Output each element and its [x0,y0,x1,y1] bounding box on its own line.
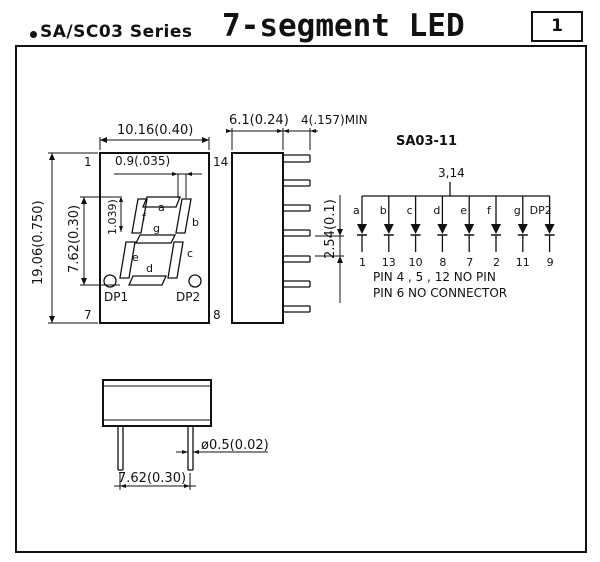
side-body [231,152,284,324]
segment-d [127,275,168,286]
diode-label-c: c [407,204,413,217]
seg-label-e: e [132,251,139,264]
side-pins [283,154,311,313]
pin-label-1: 1 [84,155,92,169]
pin-length-label: 4(.157)MIN [301,113,368,127]
circuit-labels: SA03-11 3,14 PIN 4 , 5 , 12 NO PIN PIN 6… [373,134,507,300]
dp2-label: DP2 [176,290,200,304]
diode-label-a: a [353,204,360,217]
width-dim-label: 10.16(0.40) [117,123,193,138]
pin-label-14: 14 [213,155,228,169]
segment-g [134,234,177,244]
dp1-label: DP1 [104,290,128,304]
page-border [15,45,587,553]
diode-pin-13: 13 [382,256,396,269]
circuit-diagram [362,182,550,197]
diode-label-f: f [487,204,492,217]
diode-label-g: g [514,204,521,217]
common-pins-label: 3,14 [438,166,465,180]
series-label: SA/SC03 Series [40,22,193,42]
diode-pin-7: 7 [466,256,473,269]
segment-b [175,198,192,234]
front-view-labels: 10.16(0.40) 19.06(0.750) 7.62(0.30) 0.9(… [31,123,228,322]
page-title: 7-segment LED [222,8,465,44]
pin-diameter-label: ø0.5(0.02) [201,438,269,453]
pin-label-7: 7 [84,308,92,322]
diode-b: b 13 [380,196,396,269]
page-number: 1 [531,11,583,42]
segment-c [167,241,184,279]
seg-label-f: f [142,211,147,224]
segment-e [119,241,136,279]
row-spacing-label: 7.62(0.30) [118,471,186,486]
diode-pin-8: 8 [439,256,446,269]
side-view-labels: 6.1(0.24) 4(.157)MIN 2.54(0.1) [229,113,368,259]
diode-d: d8 [433,196,448,269]
bottom-view-labels: ø0.5(0.02) 7.62(0.30) [118,438,269,486]
diode-a: a1 [353,196,367,269]
front-body [99,152,210,324]
seg-label-g: g [153,222,160,235]
segment-width-label: 0.9(.035) [115,154,170,168]
seg-label-a: a [158,201,165,214]
dp1-dot [103,274,117,288]
height-dim-label: 19.06(0.750) [31,200,46,285]
pin-label-8: 8 [213,308,221,322]
bottom-view [102,379,268,490]
segment-shapes [103,196,202,288]
body-depth-label: 6.1(0.24) [229,113,289,128]
diode-c: c 10 [407,196,423,269]
diode-f: f2 [487,196,501,269]
segment-a [142,196,181,208]
diode-label-b: b [380,204,387,217]
bullet-icon [30,31,37,38]
digit-height-label: 7.62(0.30) [67,205,82,273]
diode-label-e: e [460,204,467,217]
front-view [48,137,210,324]
diode-pin-9: 9 [547,256,554,269]
diode-e: e7 [460,196,475,269]
side-view [226,128,344,324]
diode-DP2: DP2 9 [530,196,555,269]
note-no-connector: PIN 6 NO CONNECTOR [373,286,507,300]
diode-pin-11: 11 [516,256,530,269]
diode-g: g 11 [514,196,530,269]
diode-pin-2: 2 [493,256,500,269]
note-no-pin: PIN 4 , 5 , 12 NO PIN [373,270,496,284]
model-label: SA03-11 [396,134,457,149]
seg-label-d: d [146,262,153,275]
pitch-label: 2.54(0.1) [323,199,338,259]
segment-length-label: 1.039) [106,199,119,235]
segment-f [131,198,148,234]
bottom-body [102,379,212,427]
diode-label-d: d [433,204,440,217]
seg-label-c: c [187,247,193,260]
diode-label-DP2: DP2 [530,204,552,217]
dp2-dot [188,274,202,288]
seg-label-b: b [192,216,199,229]
diode-pin-1: 1 [359,256,366,269]
diode-pin-10: 10 [409,256,423,269]
